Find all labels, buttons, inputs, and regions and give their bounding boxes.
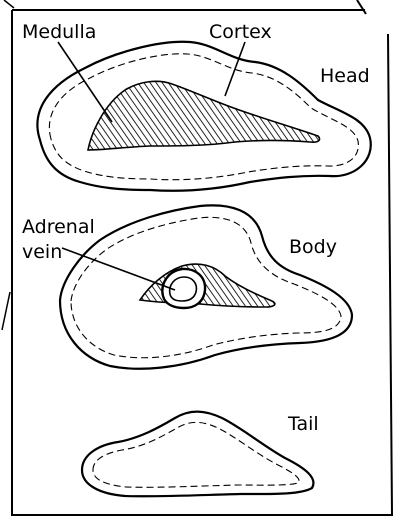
head-label: Head [320,65,370,87]
tail-section [82,412,313,497]
medulla-label: Medulla [22,21,96,43]
tail-outline [82,412,313,497]
cortex-leader-line [225,42,245,96]
adrenal-vein-label-line1: Adrenal [22,216,95,238]
medulla-leader-line [58,42,112,122]
tail-inner-dashed-outline [93,422,299,487]
body-medulla-hatched [140,264,275,307]
cortex-label: Cortex [209,21,272,43]
body-section [60,205,352,368]
adrenal-vein-label-line2: vein [22,241,62,263]
body-label: Body [289,236,337,258]
tail-label: Tail [287,413,319,435]
adrenal-vein-leader-line [62,248,175,290]
head-medulla-hatched [88,81,320,150]
